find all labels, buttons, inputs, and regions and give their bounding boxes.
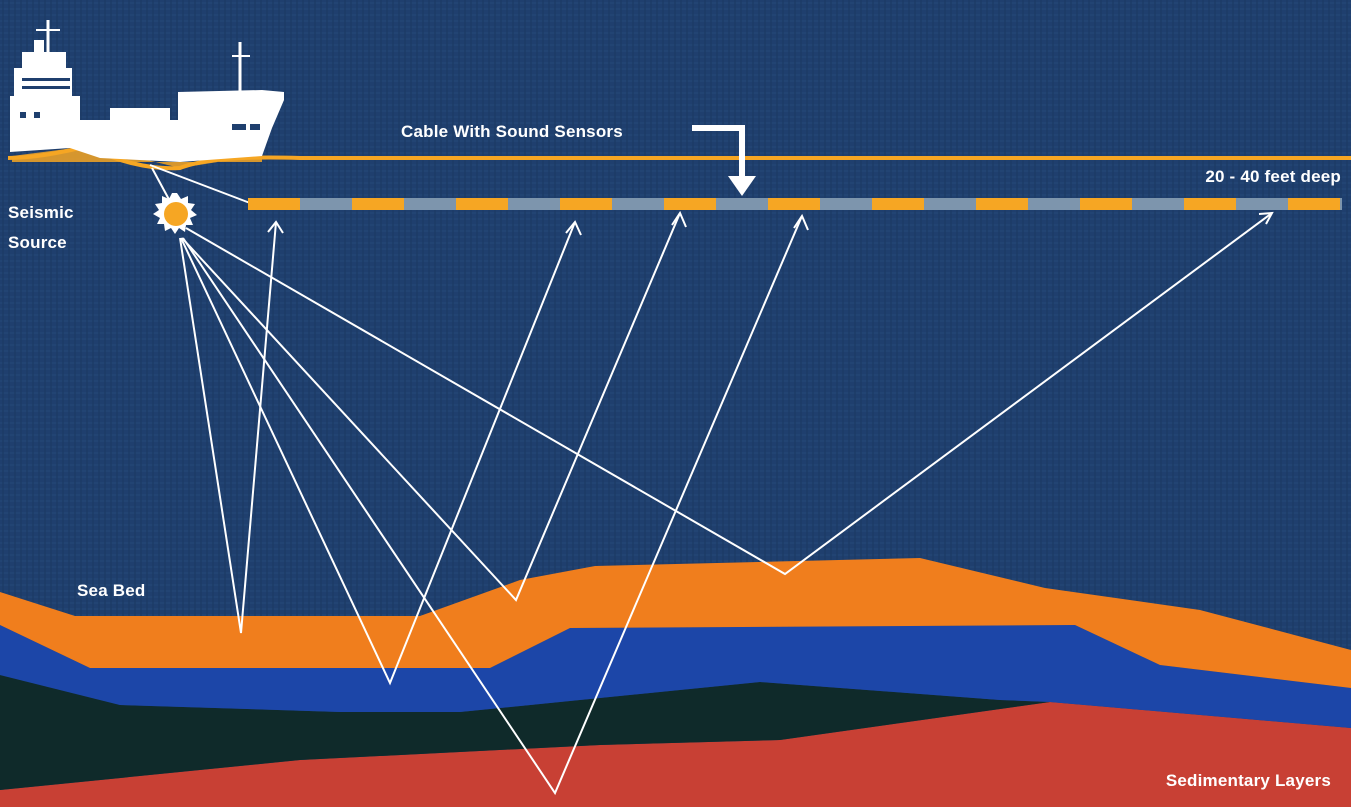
cable-label: Cable With Sound Sensors xyxy=(401,121,623,143)
sedimentary-layers-label: Sedimentary Layers xyxy=(1166,770,1331,792)
depth-label: 20 - 40 feet deep xyxy=(1205,166,1341,188)
seismic-source-label: Seismic Source xyxy=(8,198,118,258)
sea-bed-label: Sea Bed xyxy=(77,580,146,602)
